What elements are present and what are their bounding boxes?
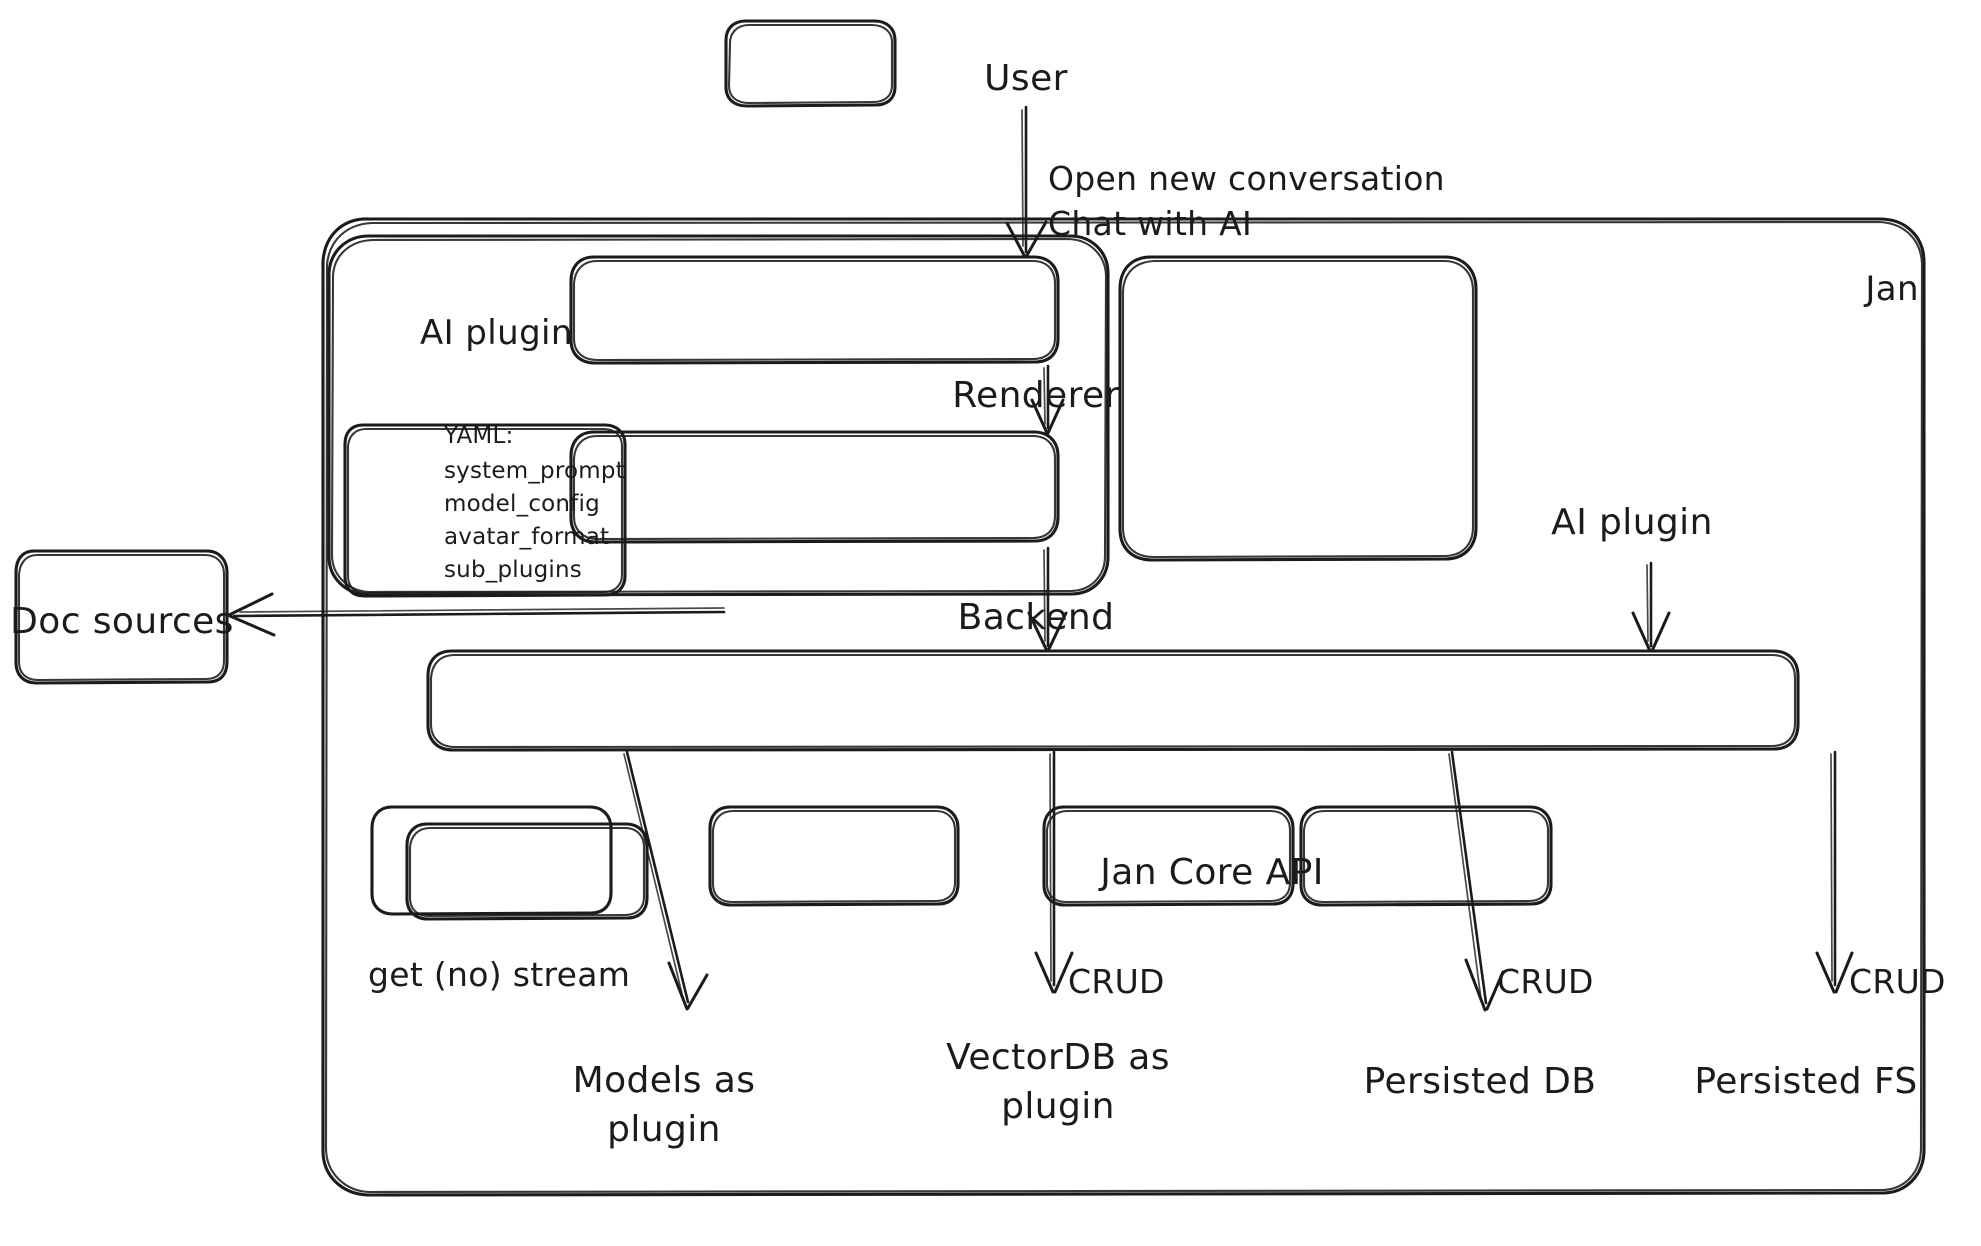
node-ai-plugin-right-shape [1118,255,1478,562]
node-jan-core-api-shape [426,649,1800,752]
edge-core-to-vectordb [1034,750,1074,994]
edge-user-to-renderer [1005,105,1048,259]
edge-renderer-to-backend [1030,364,1065,435]
node-renderer-shape [569,255,1060,365]
container-ai-plugin-group [327,234,1110,597]
node-models-as-plugin-shape [370,805,649,921]
node-doc-sources-shape [14,549,229,685]
edge-backend-to-doc-sources [227,592,726,637]
node-backend-shape [569,430,1060,544]
edge-backend-to-core [1027,546,1068,653]
edge-ai-plugin-to-core [1631,561,1671,653]
edge-core-to-models [623,750,709,1011]
node-persisted-db-shape [1042,805,1295,907]
yaml-note-box [343,423,627,598]
edge-core-to-persisted-db [1448,750,1505,1012]
container-jan [321,217,1926,1197]
node-vectordb-as-plugin-shape [708,805,960,907]
node-persisted-fs-shape [1299,805,1553,907]
edge-core-to-persisted-fs [1815,750,1854,994]
node-user-shape [724,19,897,108]
